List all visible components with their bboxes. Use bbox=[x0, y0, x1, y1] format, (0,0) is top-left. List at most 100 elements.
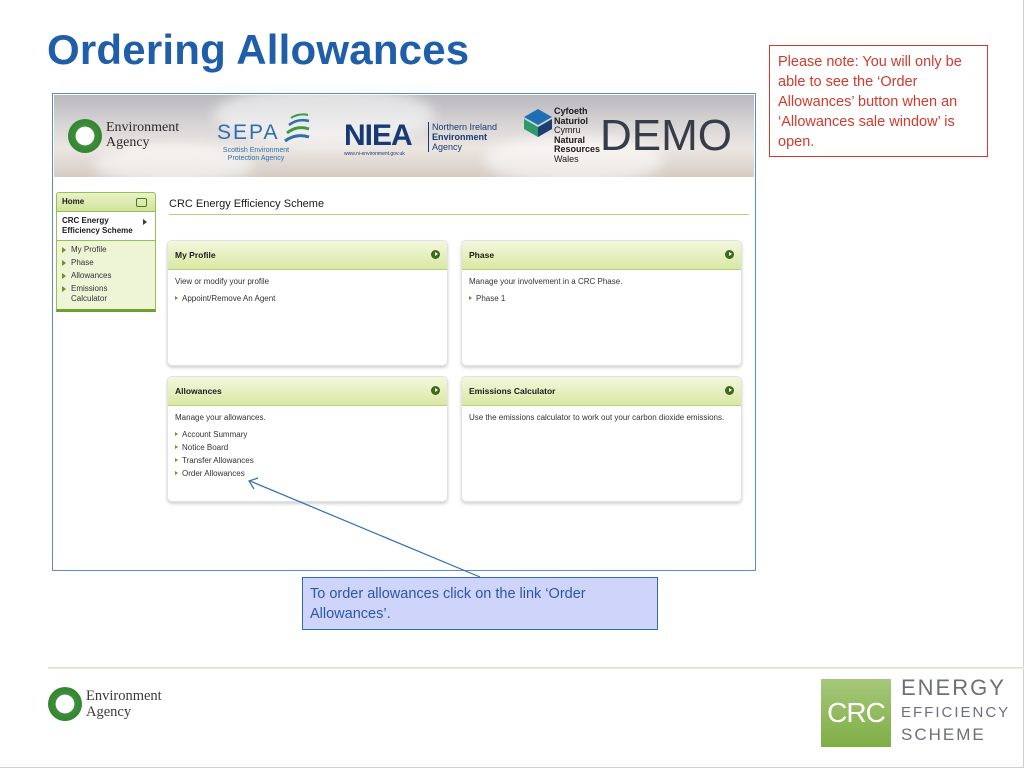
slide-title: Ordering Allowances bbox=[47, 26, 470, 73]
nrw-line6: Wales bbox=[554, 153, 579, 164]
crc-energy-efficiency-logo: CRC Energy Efficiency Scheme bbox=[821, 677, 1016, 749]
nrw-mark-icon bbox=[524, 109, 552, 137]
link-label: Order Allowances bbox=[182, 469, 245, 478]
nav-item-label: Emissions Calculator bbox=[71, 283, 108, 303]
nav-home-label: Home bbox=[62, 197, 85, 206]
nrw-line1: Cyfoeth bbox=[554, 106, 588, 116]
link-label: Appoint/Remove An Agent bbox=[182, 294, 276, 303]
sepa-logo[interactable]: SEPA Scottish Environment Protection Age… bbox=[217, 111, 317, 167]
nav-item-emissions-calculator[interactable]: Emissions Calculator bbox=[57, 282, 135, 305]
nav-crc-scheme[interactable]: CRC Energy Efficiency Scheme bbox=[56, 211, 156, 240]
panel-title: Emissions Calculator bbox=[469, 386, 556, 396]
banner-cloud bbox=[94, 145, 254, 177]
nrw-line3: Cymru bbox=[554, 125, 581, 135]
environment-agency-logo[interactable]: Environment Agency bbox=[68, 117, 198, 157]
panel-emissions-calculator: Emissions Calculator Use the emissions c… bbox=[461, 376, 742, 502]
niea-url: www.ni-environment.gov.uk bbox=[344, 151, 405, 157]
crc-word-energy: Energy bbox=[901, 677, 1010, 702]
left-nav: Home CRC Energy Efficiency Scheme My Pro… bbox=[56, 192, 156, 312]
panel-description: View or modify your profile bbox=[175, 277, 270, 286]
go-arrow-icon[interactable] bbox=[431, 250, 440, 259]
sepa-sub-line2: Protection Agency bbox=[227, 155, 285, 162]
home-icon[interactable] bbox=[136, 198, 147, 207]
nrw-line4: Natural bbox=[554, 134, 586, 145]
waves-icon bbox=[284, 113, 310, 143]
nav-home[interactable]: Home bbox=[56, 192, 156, 211]
sepa-sub-line1: Scottish Environment bbox=[222, 147, 290, 154]
go-arrow-icon[interactable] bbox=[725, 250, 734, 259]
nav-item-phase[interactable]: Phase bbox=[57, 256, 155, 269]
screenshot-frame: Environment Agency SEPA Scottish Environ… bbox=[52, 93, 756, 571]
link-label: Phase 1 bbox=[476, 294, 506, 303]
link-phase-1[interactable]: Phase 1 bbox=[462, 292, 741, 305]
niea-name: NIEA bbox=[344, 119, 413, 152]
nav-crc-line1: CRC Energy bbox=[62, 216, 109, 225]
bullet-arrow-icon bbox=[62, 286, 66, 292]
nav-item-label: My Profile bbox=[71, 244, 107, 254]
link-label: Account Summary bbox=[182, 430, 248, 439]
agency-banner: Environment Agency SEPA Scottish Environ… bbox=[54, 95, 754, 177]
footer-environment-agency-logo: Environment Agency bbox=[48, 685, 188, 725]
link-notice-board[interactable]: Notice Board bbox=[168, 441, 447, 454]
go-arrow-icon[interactable] bbox=[725, 386, 734, 395]
panel-header[interactable]: Emissions Calculator bbox=[462, 377, 741, 406]
panel-phase: Phase Manage your involvement in a CRC P… bbox=[461, 240, 742, 366]
crc-word-efficiency-text: Efficiency bbox=[901, 704, 1011, 721]
crc-word-scheme: Scheme bbox=[901, 724, 1010, 747]
crc-box: CRC bbox=[821, 679, 891, 747]
content-title: CRC Energy Efficiency Scheme bbox=[169, 198, 749, 215]
nrw-line5: Resources bbox=[554, 144, 601, 154]
bullet-arrow-icon bbox=[175, 432, 178, 436]
bullet-arrow-icon bbox=[175, 458, 178, 462]
panel-title: Phase bbox=[469, 250, 495, 260]
bullet-arrow-icon bbox=[62, 273, 66, 279]
panel-allowances: Allowances Manage your allowances. Accou… bbox=[167, 376, 448, 502]
crc-word-energy-text: Energy bbox=[901, 675, 1006, 700]
niea-sub-line2: Environment bbox=[432, 132, 488, 142]
tree-emblem-icon bbox=[68, 119, 102, 153]
panel-title: My Profile bbox=[175, 250, 216, 260]
link-order-allowances[interactable]: Order Allowances bbox=[168, 467, 447, 480]
nav-item-allowances[interactable]: Allowances bbox=[57, 269, 155, 282]
go-arrow-icon[interactable] bbox=[431, 386, 440, 395]
nav-crc-line2: Efficiency Scheme bbox=[62, 226, 133, 235]
banner-cloud bbox=[484, 135, 664, 177]
bullet-arrow-icon bbox=[62, 260, 66, 266]
panel-header[interactable]: Phase bbox=[462, 241, 741, 270]
demo-watermark: DEMO bbox=[600, 111, 732, 160]
natural-resources-wales-logo[interactable]: Cyfoeth Naturiol Cymru Natural Resources… bbox=[524, 105, 604, 167]
link-appoint-remove-agent[interactable]: Appoint/Remove An Agent bbox=[168, 292, 447, 305]
nav-item-my-profile[interactable]: My Profile bbox=[57, 243, 155, 256]
note-box: Please note: You will only be able to se… bbox=[769, 45, 988, 157]
banner-cloud bbox=[214, 95, 434, 145]
niea-sub-line1: Northern Ireland bbox=[432, 122, 498, 132]
bullet-arrow-icon bbox=[175, 445, 178, 449]
footer-ea-line2: Agency bbox=[86, 704, 132, 720]
nav-item-label: Phase bbox=[71, 257, 94, 267]
panel-title: Allowances bbox=[175, 386, 222, 396]
ea-logo-line1: Environment bbox=[106, 120, 180, 135]
footer-divider bbox=[48, 667, 1024, 669]
link-transfer-allowances[interactable]: Transfer Allowances bbox=[168, 454, 447, 467]
panel-header[interactable]: My Profile bbox=[168, 241, 447, 270]
nav-sub-list: My Profile Phase Allowances Emissions Ca… bbox=[56, 240, 156, 312]
crc-word-efficiency: Efficiency bbox=[901, 702, 1010, 724]
sepa-name: SEPA bbox=[217, 121, 280, 144]
panel-my-profile: My Profile View or modify your profile A… bbox=[167, 240, 448, 366]
ea-logo-line2: Agency bbox=[106, 135, 150, 150]
panel-description: Use the emissions calculator to work out… bbox=[469, 413, 725, 422]
link-label: Notice Board bbox=[182, 443, 229, 452]
crc-word-scheme-text: Scheme bbox=[901, 725, 986, 744]
bullet-arrow-icon bbox=[62, 247, 66, 253]
panel-description: Manage your allowances. bbox=[175, 413, 266, 422]
bullet-arrow-icon bbox=[175, 471, 178, 475]
link-label: Transfer Allowances bbox=[182, 456, 254, 465]
panel-header[interactable]: Allowances bbox=[168, 377, 447, 406]
niea-logo[interactable]: NIEA Northern Ireland Environment Agency… bbox=[344, 117, 499, 157]
expand-arrow-icon bbox=[143, 219, 147, 225]
bullet-arrow-icon bbox=[469, 296, 472, 300]
link-account-summary[interactable]: Account Summary bbox=[168, 428, 447, 441]
panel-description: Manage your involvement in a CRC Phase. bbox=[469, 277, 623, 286]
bullet-arrow-icon bbox=[175, 296, 178, 300]
callout-box: To order allowances click on the link ‘O… bbox=[302, 577, 658, 630]
